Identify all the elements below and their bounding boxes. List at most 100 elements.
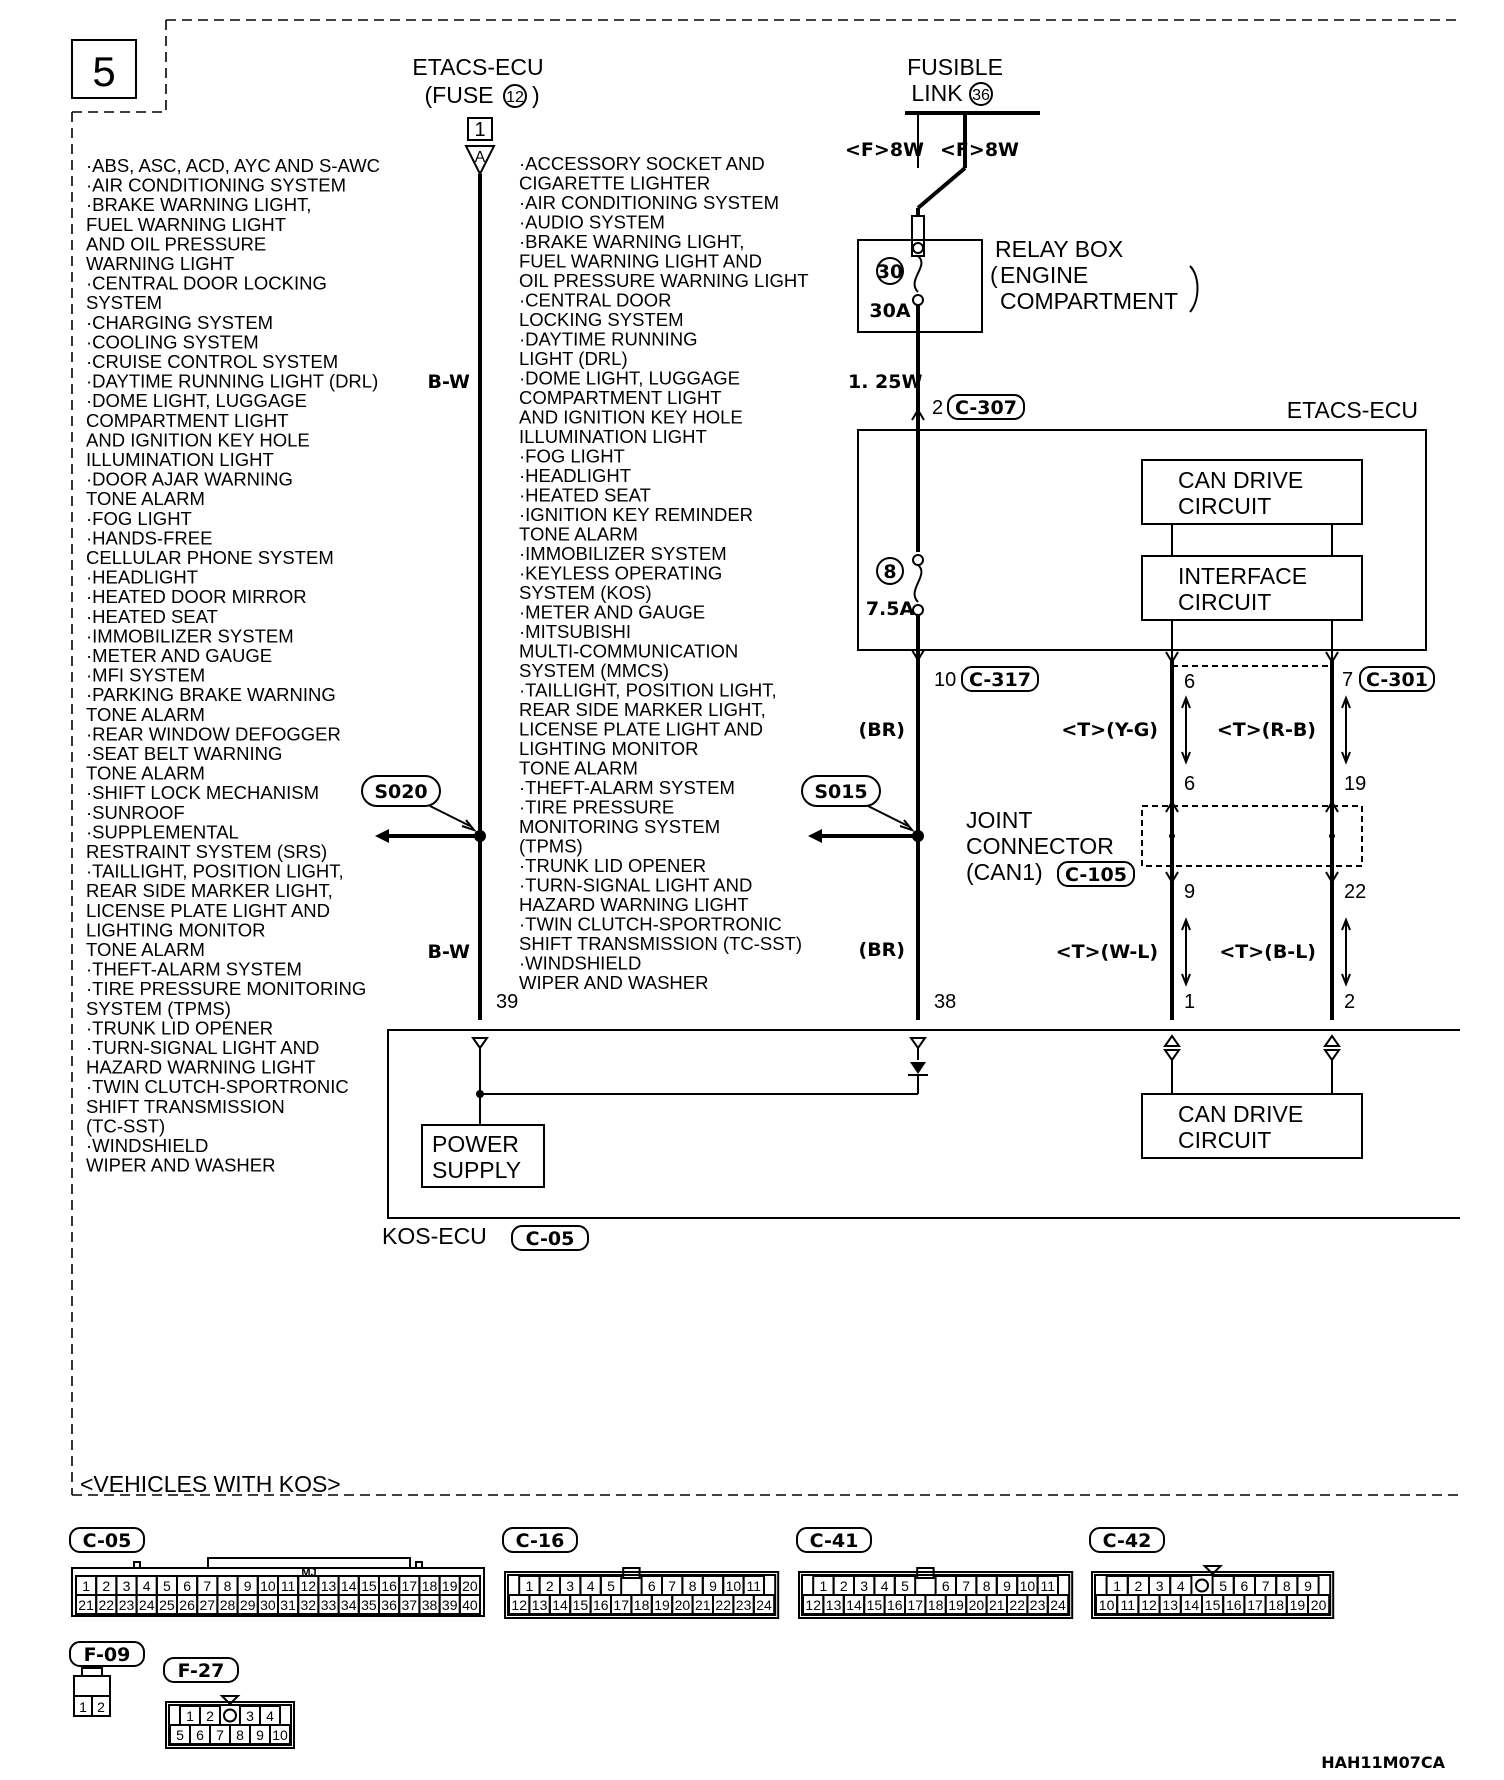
connector-pin-c42: 14 — [1184, 1597, 1200, 1613]
connector-pin-f09: 1 — [79, 1699, 87, 1715]
etacs-interface-line2: CIRCUIT — [1178, 589, 1271, 615]
middle-list-item: SYSTEM (MMCS) — [519, 660, 669, 681]
connector-pin-f27: 6 — [196, 1727, 204, 1743]
connector-face-f09 — [73, 1675, 111, 1697]
connector-pin-f27: 8 — [236, 1727, 244, 1743]
vehicles-note: <VEHICLES WITH KOS> — [80, 1471, 341, 1497]
left-list-item: REAR SIDE MARKER LIGHT, — [86, 880, 333, 901]
middle-list-item: ·METER AND GAUGE — [519, 602, 705, 623]
connector-pin-c05: 3 — [123, 1578, 131, 1594]
relay-fuse-amp: 30A — [869, 300, 910, 322]
left-list-item: ·CRUISE CONTROL SYSTEM — [86, 351, 338, 372]
connector-c317: C-317 — [969, 669, 1031, 691]
middle-circuit-list: ·ACCESSORY SOCKET AND CIGARETTE LIGHTER·… — [519, 153, 809, 993]
left-list-item: ·TAILLIGHT, POSITION LIGHT, — [86, 861, 344, 882]
connector-face-c16 — [504, 1571, 780, 1619]
connector-pin-c05: 29 — [240, 1597, 256, 1613]
joint-connector-line2: CONNECTOR — [966, 833, 1114, 859]
connector-c05: C-05 — [526, 1228, 575, 1250]
left-list-item: ·TRUNK LID OPENER — [86, 1017, 273, 1038]
connector-pin-c42: 1 — [1113, 1578, 1121, 1594]
left-list-item: ·CHARGING SYSTEM — [86, 312, 273, 333]
can-lines: 6 7 C-301 <T>(Y-G) <T>(R-B) 6 19 9 22 <T… — [1056, 651, 1435, 1020]
left-list-item: ·PARKING BRAKE WARNING — [86, 684, 336, 705]
middle-list-item: ·FOG LIGHT — [519, 446, 625, 467]
etacs-fuse-pin: 1 — [474, 119, 485, 141]
wire-br-top: (BR) — [859, 719, 905, 741]
middle-list-item: CIGARETTE LIGHTER — [519, 173, 710, 194]
connector-pin-c42: 15 — [1205, 1597, 1221, 1613]
pin-c307: 2 — [932, 397, 943, 419]
middle-list-item: ·THEFT-ALARM SYSTEM — [519, 777, 735, 798]
connector-pin-c41: 24 — [1050, 1597, 1066, 1613]
middle-list-item: FUEL WARNING LIGHT AND — [519, 251, 762, 272]
middle-list-item: OIL PRESSURE WARNING LIGHT — [519, 270, 809, 291]
connector-c301: C-301 — [1366, 669, 1428, 691]
middle-list-item: ·AIR CONDITIONING SYSTEM — [519, 192, 779, 213]
wire-t-bl: <T>(B-L) — [1219, 941, 1316, 963]
connector-pin-c41: 4 — [881, 1578, 889, 1594]
joint-connector-line3: (CAN1) — [966, 859, 1043, 885]
connector-pin-c16: 15 — [573, 1597, 589, 1613]
middle-list-item: ·CENTRAL DOOR — [519, 290, 671, 311]
connector-pin-c41: 7 — [962, 1578, 970, 1594]
connector-tag-f09 — [69, 1641, 145, 1667]
connector-pin-c16: 4 — [587, 1578, 595, 1594]
pin-6a: 6 — [1184, 671, 1195, 693]
middle-list-item: AND IGNITION KEY HOLE — [519, 407, 743, 428]
etacs-fuse-sub: (FUSE — [425, 82, 494, 108]
connector-pin-c41: 16 — [887, 1597, 903, 1613]
middle-list-item: ·TURN-SIGNAL LIGHT AND — [519, 875, 752, 896]
relay-box-line1: ENGINE — [1000, 262, 1088, 288]
connector-pin-c05: 35 — [361, 1597, 377, 1613]
left-list-item: ·REAR WINDOW DEFOGGER — [86, 723, 341, 744]
relay-box-line2: COMPARTMENT — [1000, 288, 1178, 314]
etacs-interface-line1: INTERFACE — [1178, 563, 1307, 589]
connector-pin-c41: 8 — [983, 1578, 991, 1594]
pin-38: 38 — [934, 991, 956, 1013]
left-list-item: ·TURN-SIGNAL LIGHT AND — [86, 1037, 319, 1058]
middle-list-item: LICENSE PLATE LIGHT AND — [519, 719, 763, 740]
middle-list-item: HAZARD WARNING LIGHT — [519, 894, 749, 915]
connector-pin-c05: 15 — [361, 1578, 377, 1594]
connector-c105: C-105 — [1065, 864, 1127, 886]
connector-pin-c41: 12 — [805, 1597, 821, 1613]
connector-pin-c05: 4 — [143, 1578, 151, 1594]
connector-pin-c41: 21 — [989, 1597, 1005, 1613]
kos-power-line1: POWER — [432, 1131, 519, 1157]
connector-pin-c41: 13 — [826, 1597, 842, 1613]
left-list-item: ·MFI SYSTEM — [86, 665, 205, 686]
left-list-item: ·HEATED DOOR MIRROR — [86, 586, 307, 607]
page-frame — [71, 19, 1460, 1496]
middle-list-item: TONE ALARM — [519, 524, 638, 545]
left-list-item: AND OIL PRESSURE — [86, 233, 266, 254]
connector-pin-c05: 11 — [281, 1578, 296, 1594]
connector-pin-c41: 6 — [942, 1578, 950, 1594]
etacs-ecu-title: ETACS-ECU — [1287, 397, 1418, 423]
etacs-can-drive-line1: CAN DRIVE — [1178, 467, 1303, 493]
left-list-item: SYSTEM — [86, 292, 162, 313]
page-number: 5 — [92, 48, 115, 95]
connector-pin-f27: 5 — [176, 1727, 184, 1743]
connector-pin-c05: 12 — [301, 1578, 317, 1594]
middle-list-item: (TPMS) — [519, 836, 583, 857]
connector-pin-c05: 16 — [381, 1578, 397, 1594]
connector-pin-c16: 13 — [532, 1597, 548, 1613]
splice-s015-label: S015 — [814, 781, 867, 803]
left-list-item: ·THEFT-ALARM SYSTEM — [86, 959, 302, 980]
connector-tag-c42 — [1089, 1527, 1165, 1553]
wire-t-wl: <T>(W-L) — [1056, 941, 1158, 963]
connector-tag-label-c41: C-41 — [810, 1530, 859, 1552]
left-list-item: TONE ALARM — [86, 763, 205, 784]
connector-pin-c05: 30 — [260, 1597, 276, 1613]
connector-pin-c16: 6 — [648, 1578, 656, 1594]
left-list-item: ·FOG LIGHT — [86, 508, 192, 529]
middle-list-item: ·TWIN CLUTCH-SPORTRONIC — [519, 914, 782, 935]
etacs-fuse-number: 12 — [506, 89, 524, 106]
connector-pin-c05: 36 — [381, 1597, 397, 1613]
connector-pin-c05: 37 — [402, 1597, 418, 1613]
connector-pin-c16: 14 — [552, 1597, 568, 1613]
middle-list-item: WIPER AND WASHER — [519, 972, 708, 993]
left-list-item: ILLUMINATION LIGHT — [86, 449, 274, 470]
connector-pin-c42: 8 — [1283, 1578, 1291, 1594]
